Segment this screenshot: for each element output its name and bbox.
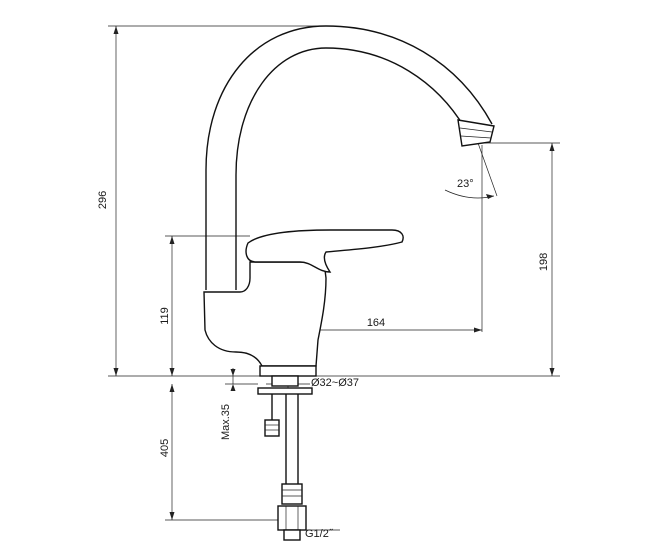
spout-aerator xyxy=(457,119,495,147)
hose-connector xyxy=(281,483,303,505)
label-spout-angle: 23° xyxy=(457,178,474,190)
hose-fitting-left xyxy=(264,419,280,437)
angle-leg-line xyxy=(477,142,498,197)
aerator-ring-line xyxy=(459,127,493,133)
label-base-to-lever: 119 xyxy=(159,307,171,325)
arrow-icon xyxy=(169,512,175,520)
mounting-shank xyxy=(271,375,299,387)
lever-handle xyxy=(245,229,404,273)
spout-inner-edge xyxy=(235,47,467,290)
dimension-lines xyxy=(113,26,555,531)
label-spout-reach: 164 xyxy=(367,317,385,329)
arrow-icon xyxy=(549,368,555,376)
arrow-icon xyxy=(169,384,175,392)
arrow-icon xyxy=(113,26,119,34)
label-overall-height: 296 xyxy=(97,191,109,209)
connector-thread xyxy=(283,529,301,541)
arrow-icon xyxy=(113,368,119,376)
dimension-labels: 296 198 119 405 Max.35 164 Ø32~Ø37 G1/2˝… xyxy=(97,178,550,540)
mixer-body xyxy=(203,261,327,367)
connector-nut xyxy=(277,505,307,531)
angle-arc xyxy=(444,189,495,199)
label-spout-height: 198 xyxy=(538,253,550,271)
arrow-icon xyxy=(169,368,175,376)
label-hose-length: 405 xyxy=(159,439,171,457)
arrow-icon xyxy=(486,194,494,199)
arrow-icon xyxy=(230,369,236,376)
aerator-ring-line xyxy=(460,135,492,139)
label-deck-thickness: Max.35 xyxy=(220,404,232,440)
arrow-icon xyxy=(169,236,175,244)
extension-lines xyxy=(108,25,560,521)
faucet-outline xyxy=(203,25,495,541)
arrow-icon xyxy=(474,327,482,333)
arrow-icon xyxy=(549,143,555,151)
label-connector-thread: G1/2˝ xyxy=(305,528,334,540)
label-hole-diameter: Ø32~Ø37 xyxy=(311,377,359,389)
arrow-icon xyxy=(230,384,236,391)
mounting-washer xyxy=(257,387,313,395)
base-plate xyxy=(259,365,317,377)
spout-outer-edge xyxy=(205,25,493,290)
